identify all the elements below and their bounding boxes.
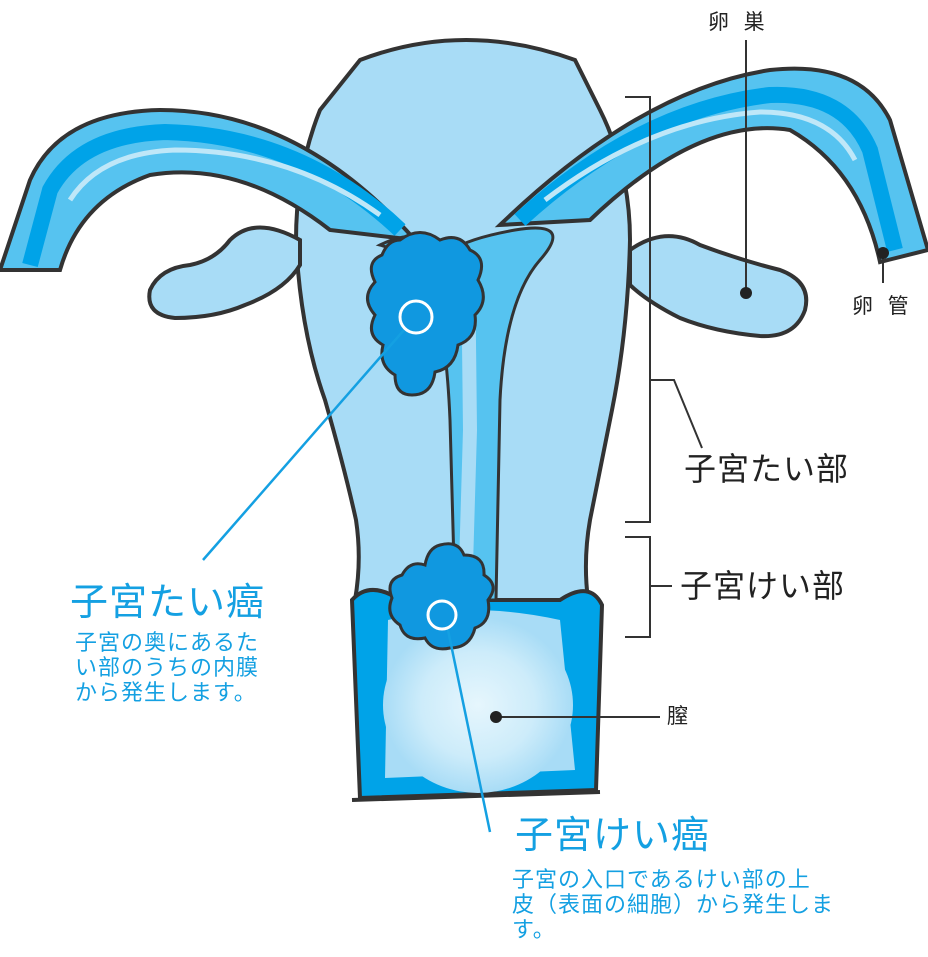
right-ovary	[630, 236, 806, 336]
cervical-cancer-description: 子宮の入口であるけい部の上 皮（表面の細胞）から発生しま す。	[512, 868, 912, 943]
left-ovary	[149, 228, 300, 319]
fallopian-tube-dot	[877, 247, 889, 259]
cervical-cancer-desc-line: 子宮の入口であるけい部の上	[512, 868, 912, 893]
ovary-dot	[740, 287, 752, 299]
uterine-body-leader	[650, 380, 702, 448]
cervical-cancer-desc-line: す。	[512, 918, 912, 943]
uterine-cervix-label: 子宮けい部	[680, 570, 845, 602]
vagina-dot	[490, 711, 502, 723]
ovary-label: 卵 巣	[708, 12, 769, 33]
body-cancer-desc-line: 子宮の奥にあるた	[75, 631, 355, 656]
cervical-cancer-desc-line: 皮（表面の細胞）から発生しま	[512, 893, 912, 918]
body-cancer-description: 子宮の奥にあるた い部のうちの内膜 から発生します。	[75, 631, 355, 706]
uterine-body-label: 子宮たい部	[684, 453, 849, 485]
cervical-cancer-title: 子宮けい癌	[515, 816, 710, 854]
body-cancer-desc-line: い部のうちの内膜	[75, 656, 355, 681]
body-cancer-desc-line: から発生します。	[75, 681, 355, 706]
body-cancer-title: 子宮たい癌	[70, 583, 265, 621]
uterine-cervix-bracket	[625, 537, 650, 637]
fallopian-tube-label: 卵 管	[852, 296, 913, 317]
vagina-label: 膣	[667, 706, 692, 727]
vagina-glow	[383, 617, 573, 793]
